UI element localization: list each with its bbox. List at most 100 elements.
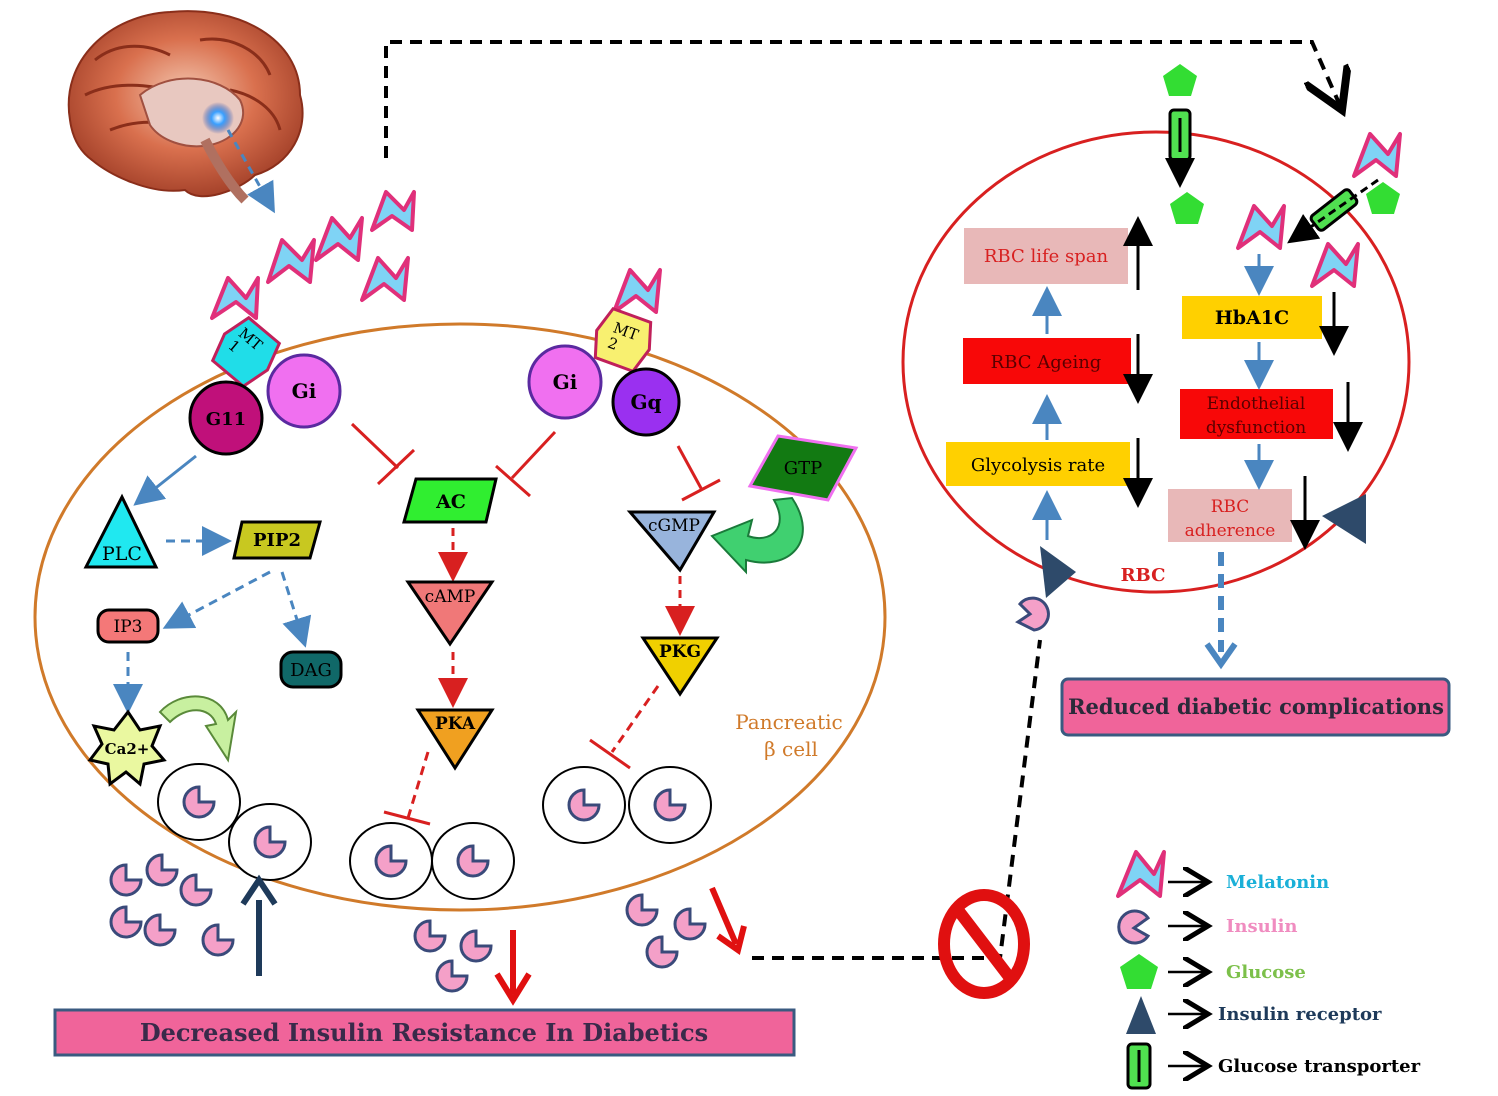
- reduced-complications-text: Reduced diabetic complications: [1068, 694, 1444, 719]
- pka-node: [415, 708, 495, 771]
- insulin-icon: [673, 907, 707, 941]
- pkg-node: [640, 636, 720, 697]
- melatonin-icon: [1116, 850, 1166, 898]
- insulin-icon: [456, 844, 490, 878]
- gi-protein-left: [266, 353, 342, 429]
- insulin-icon: [253, 825, 287, 859]
- gi-left-to-ac-inhibit: [350, 422, 400, 470]
- glycolysis-rate-label: Glycolysis rate: [971, 455, 1105, 476]
- inhibit-bar: [589, 738, 631, 770]
- insulin-receptor-icon: [1040, 546, 1076, 598]
- melatonin-icon: [1236, 204, 1286, 250]
- melatonin-cluster: [266, 190, 416, 302]
- plc-label: PLC: [102, 543, 142, 565]
- gtp-node: [747, 434, 859, 502]
- plc-node: [83, 493, 159, 569]
- cell-label-line1: Pancreatic: [735, 710, 843, 734]
- insulin-icon: [653, 788, 687, 822]
- arrowhead: [1204, 642, 1238, 670]
- pip2-label: PIP2: [253, 530, 301, 551]
- melatonin-icon: [1310, 242, 1360, 288]
- gq-to-cgmp-inhibit: [676, 445, 704, 491]
- gi-right-to-ac-inhibit: [510, 430, 557, 480]
- insulin-receptor-icon: [1322, 494, 1366, 544]
- adherence-label-line2: adherence: [1185, 521, 1276, 541]
- glycolysis-rate-box: [946, 442, 1130, 486]
- brain-to-rbc-dashed-line: [384, 40, 1342, 158]
- pka-inhibit-line: [406, 751, 430, 819]
- gq-label: Gq: [630, 390, 661, 414]
- endothelial-dysfunction-box: [1180, 389, 1333, 439]
- dag-node: [279, 650, 343, 689]
- insulin-down-arrow-right: [709, 886, 739, 946]
- insulin-vesicles: [157, 763, 712, 900]
- dag-label: DAG: [290, 660, 332, 681]
- hba1c-label: HbA1C: [1215, 307, 1289, 329]
- glucose-icon: [1120, 954, 1158, 989]
- hba1c-box: [1182, 296, 1322, 339]
- gtp-label: GTP: [784, 458, 823, 479]
- insulin-resistance-banner-text: Decreased Insulin Resistance In Diabetic…: [140, 1018, 708, 1047]
- inhibit-bar: [383, 810, 431, 826]
- insulin-icon: [182, 785, 216, 819]
- cgmp-label: cGMP: [648, 516, 700, 536]
- melatonin-icon: [612, 268, 662, 314]
- ca-label: Ca2+: [105, 740, 150, 758]
- glucose-transporter-icon: [1168, 108, 1192, 162]
- insulin-icon: [459, 929, 493, 963]
- legend-melatonin-label: Melatonin: [1226, 872, 1329, 893]
- rbc-ageing-box: [963, 338, 1131, 384]
- rbc-cell: [901, 130, 1411, 594]
- glucose-icon: [1366, 182, 1400, 214]
- rbc-label: RBC: [1121, 565, 1166, 586]
- insulin-icon: [109, 905, 143, 939]
- insulin-icon: [1015, 596, 1050, 632]
- gq-protein: [611, 367, 681, 437]
- insulin-icon: [374, 844, 408, 878]
- ca-release-curved-arrow: [158, 695, 238, 763]
- legend-glucose-label: Glucose: [1226, 962, 1306, 983]
- insulin-icon: [179, 873, 213, 907]
- insulin-icon: [413, 919, 447, 953]
- insulin-resistance-banner: [53, 1008, 796, 1057]
- gi-left-label: Gi: [292, 379, 317, 403]
- g11-label: G11: [206, 409, 246, 430]
- inhibit-bar: [681, 478, 721, 502]
- rbc-life-span-label: RBC life span: [984, 246, 1109, 267]
- gi-protein-right: [527, 344, 603, 420]
- prohibition-icon: [938, 889, 1030, 999]
- brain-illustration: [67, 10, 304, 204]
- legend-insulin-label: Insulin: [1226, 916, 1298, 937]
- brain-release-arrow: [226, 129, 275, 214]
- endothelial-label-line2: dysfunction: [1206, 418, 1306, 438]
- insulin-icon: [567, 788, 601, 822]
- insulin-icon: [625, 893, 659, 927]
- pka-label: PKA: [435, 714, 476, 734]
- inhibit-bar: [495, 464, 531, 498]
- legend: Melatonin Insulin Glucose Insulin recept…: [1116, 850, 1421, 1090]
- pip2-to-dag-arrow: [280, 571, 312, 648]
- calcium-node: [87, 709, 167, 787]
- ac-node: [402, 477, 498, 524]
- cgmp-node: [626, 510, 717, 573]
- rbc-life-span-box: [964, 228, 1128, 284]
- gtp-to-cgmp-curved-arrow: [710, 496, 804, 575]
- melatonin-icon: [1352, 132, 1402, 178]
- arrowhead: [716, 925, 747, 955]
- arrowhead: [494, 972, 532, 1006]
- adherence-label-line1: RBC: [1211, 497, 1250, 517]
- insulin-icon: [1117, 909, 1151, 945]
- ip3-node: [96, 608, 160, 644]
- endothelial-label-line1: Endothelial: [1207, 394, 1306, 414]
- mt2-receptor: [593, 306, 653, 374]
- glucose-transporter-icon: [1126, 1042, 1152, 1090]
- legend-glucose-transporter-label: Glucose transporter: [1218, 1056, 1421, 1077]
- camp-label: cAMP: [425, 587, 476, 607]
- insulin-icon: [645, 935, 679, 969]
- pip2-to-ip3-arrow: [162, 570, 271, 629]
- insulin-receptor-icon: [1126, 996, 1156, 1034]
- g11-to-plc-arrow: [133, 454, 197, 506]
- legend-insulin-receptor-label: Insulin receptor: [1218, 1004, 1382, 1025]
- arrowhead: [240, 874, 278, 906]
